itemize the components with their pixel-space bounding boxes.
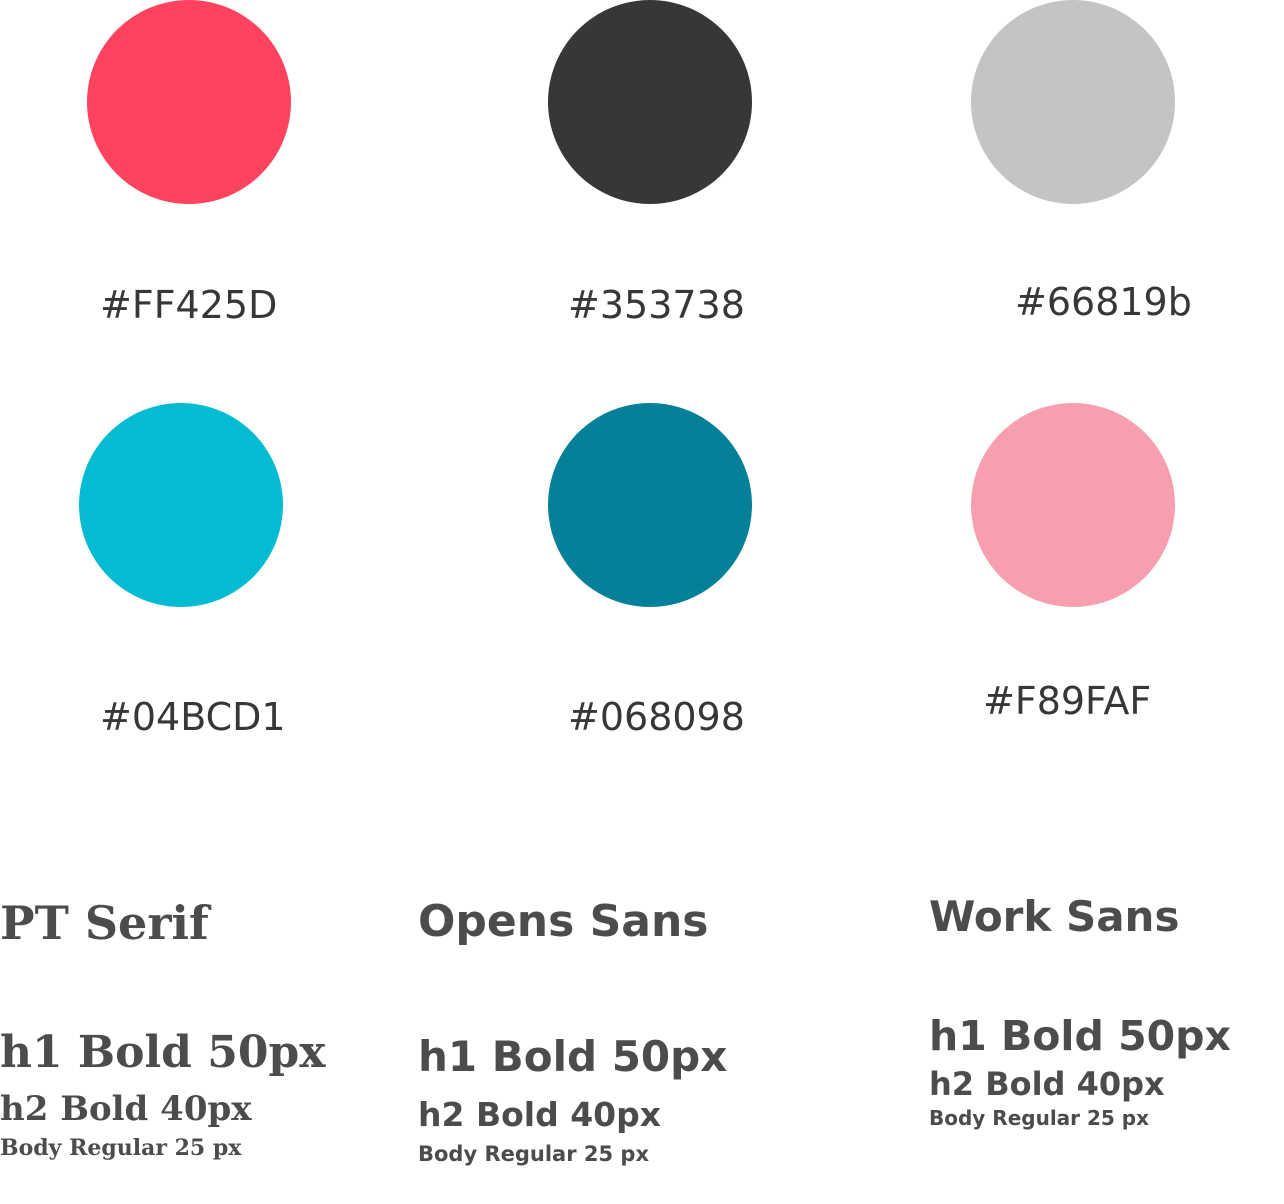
- color-swatch-4: [79, 403, 283, 607]
- color-label-6: #F89FAF: [983, 679, 1152, 723]
- color-swatch-3: [971, 0, 1175, 204]
- color-label-3: #66819b: [1015, 280, 1192, 324]
- color-swatch-2: [548, 0, 752, 204]
- h2-sample: h2 Bold 40px: [418, 1095, 662, 1134]
- h1-sample: h1 Bold 50px: [0, 1027, 326, 1078]
- body-sample: Body Regular 25 px: [929, 1106, 1150, 1130]
- h2-sample: h2 Bold 40px: [929, 1065, 1165, 1103]
- font-family-name: Work Sans: [929, 892, 1180, 941]
- color-label-5: #068098: [568, 695, 745, 739]
- color-swatch-6: [971, 403, 1175, 607]
- color-label-2: #353738: [568, 283, 745, 327]
- color-swatch-1: [87, 0, 291, 204]
- body-sample: Body Regular 25 px: [0, 1135, 242, 1161]
- color-label-1: #FF425D: [100, 283, 278, 327]
- color-label-4: #04BCD1: [100, 695, 286, 739]
- h1-sample: h1 Bold 50px: [929, 1012, 1231, 1060]
- color-swatch-5: [548, 403, 752, 607]
- font-family-name: Opens Sans: [418, 896, 709, 947]
- font-family-name: PT Serif: [0, 896, 209, 950]
- body-sample: Body Regular 25 px: [418, 1142, 650, 1166]
- h2-sample: h2 Bold 40px: [0, 1089, 252, 1129]
- h1-sample: h1 Bold 50px: [418, 1032, 728, 1081]
